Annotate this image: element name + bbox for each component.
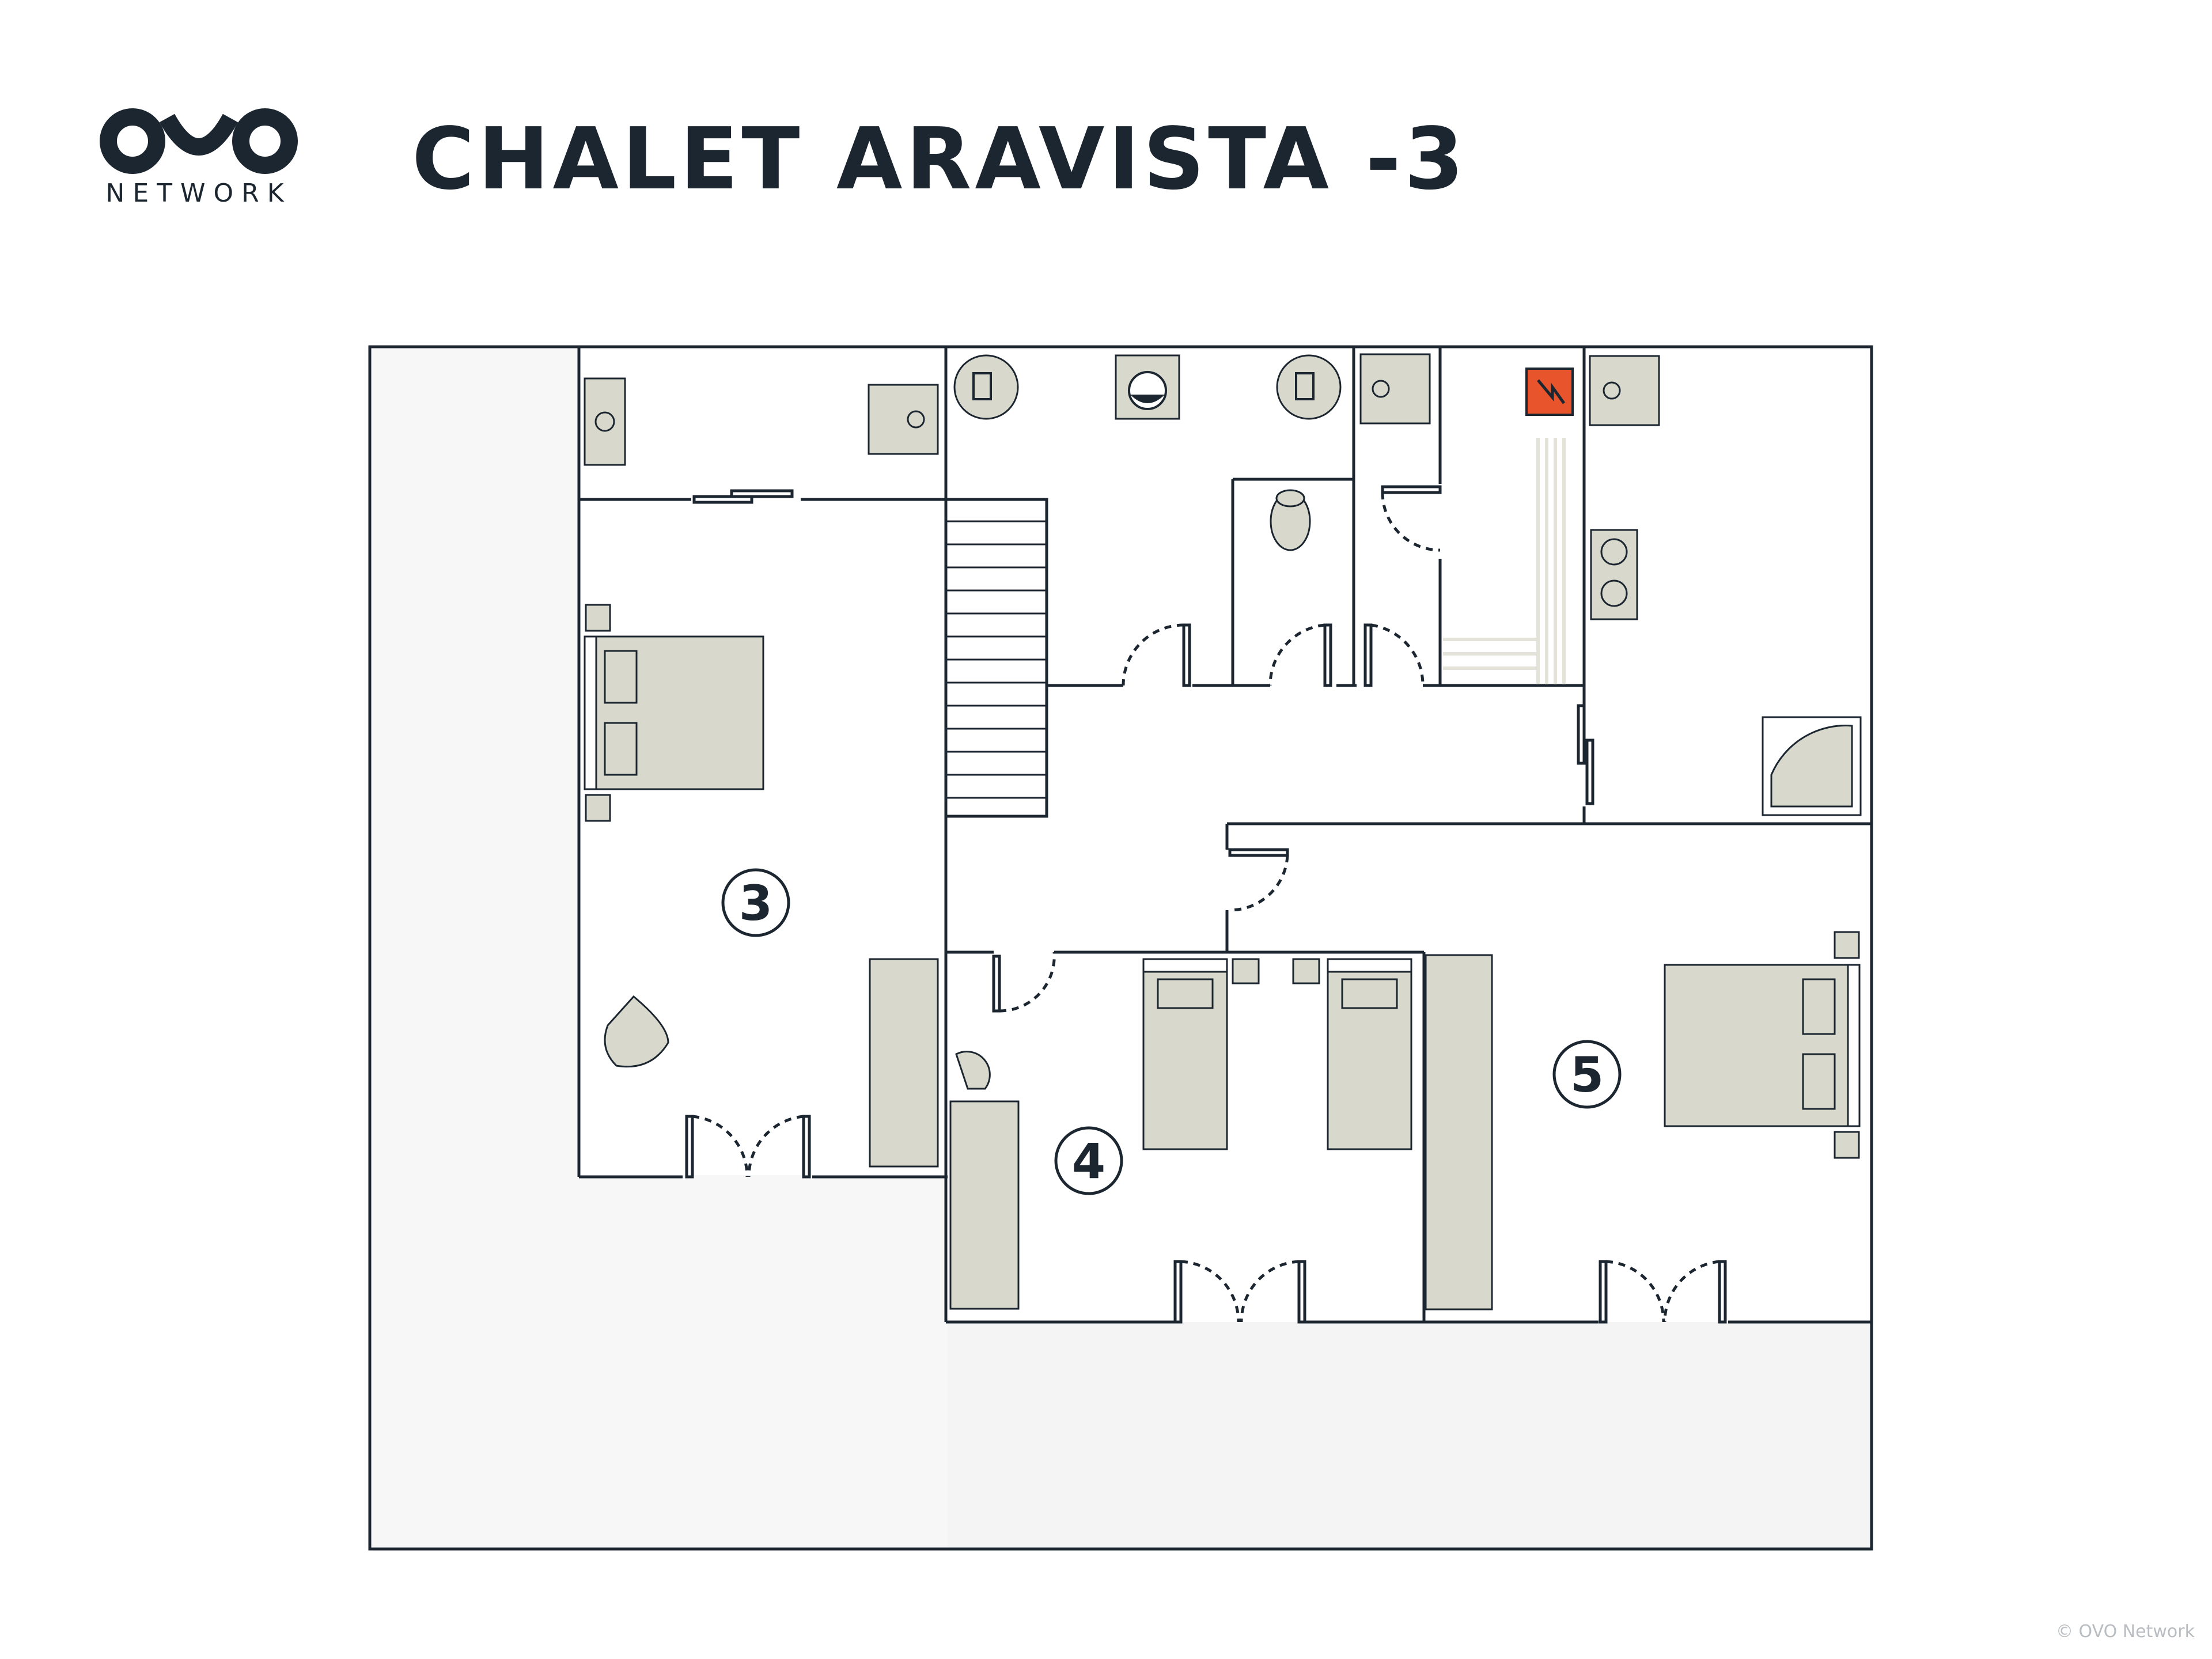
room-4-furniture bbox=[949, 958, 1412, 1310]
double-sink bbox=[1590, 529, 1638, 620]
sink-icon bbox=[868, 384, 939, 455]
walls bbox=[577, 347, 1872, 1324]
water-heater-icon bbox=[1276, 354, 1342, 420]
water-heater-icon bbox=[953, 354, 1019, 420]
room-5-furniture bbox=[1425, 931, 1861, 1310]
sink-icon bbox=[1359, 353, 1431, 425]
electrical-panel-icon bbox=[1525, 368, 1574, 416]
page-title: CHALET ARAVISTA -3 bbox=[412, 109, 1468, 209]
outer-boundary bbox=[368, 345, 1873, 1551]
room-3-furniture bbox=[584, 377, 939, 1168]
copyright-footer: © OVO Network bbox=[2055, 1622, 2195, 1642]
lamp-icon bbox=[955, 1051, 991, 1090]
outside-area-bottom bbox=[948, 1322, 1872, 1551]
brand-logo: NETWORK bbox=[92, 98, 305, 219]
outside-area-left bbox=[372, 349, 579, 1551]
outside-area-bottom-left bbox=[579, 1175, 948, 1551]
svg-text:3: 3 bbox=[739, 875, 772, 931]
shower-icon bbox=[1770, 725, 1853, 808]
svg-text:5: 5 bbox=[1570, 1047, 1604, 1103]
room-label-3: 3 bbox=[721, 868, 790, 937]
sink-icon bbox=[1589, 355, 1660, 426]
desk bbox=[949, 1100, 1020, 1310]
doors bbox=[685, 485, 1727, 1324]
sink-icon bbox=[584, 377, 626, 466]
room-label-5: 5 bbox=[1552, 1040, 1622, 1109]
wardrobe bbox=[1425, 954, 1493, 1310]
svg-text:4: 4 bbox=[1072, 1133, 1105, 1190]
stair-treads bbox=[946, 520, 1047, 799]
logo-wordmark: NETWORK bbox=[105, 179, 292, 208]
sauna-bench bbox=[1443, 438, 1566, 684]
armchair-icon bbox=[604, 995, 669, 1068]
utility-fixtures bbox=[953, 353, 1862, 816]
room-label-4: 4 bbox=[1054, 1126, 1123, 1195]
wardrobe bbox=[869, 958, 939, 1168]
ovo-logo-icon bbox=[100, 108, 298, 174]
